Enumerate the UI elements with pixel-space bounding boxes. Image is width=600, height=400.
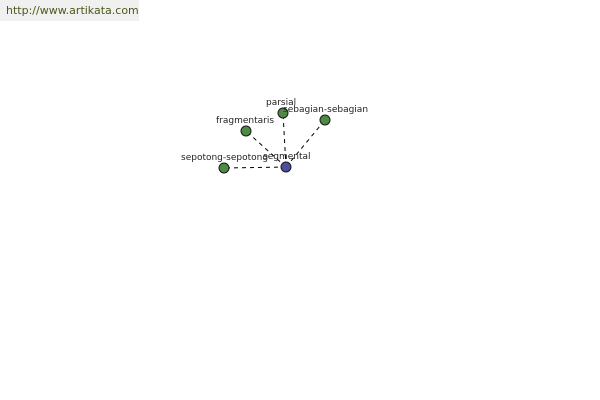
node-sebagian-sebagian[interactable] — [319, 114, 331, 126]
node-segmental[interactable] — [280, 161, 292, 173]
edge-parsial — [282, 112, 287, 168]
edge-sepotong-sepotong — [223, 166, 287, 169]
site-url[interactable]: http://www.artikata.com — [0, 0, 139, 21]
node-label-sepotong-sepotong[interactable]: sepotong-sepotong — [181, 153, 268, 163]
node-label-fragmentaris[interactable]: fragmentaris — [216, 116, 274, 126]
graph-nodes — [218, 107, 331, 174]
node-label-segmental[interactable]: segmental — [263, 152, 311, 162]
edge-fragmentaris — [245, 130, 287, 168]
node-fragmentaris[interactable] — [240, 125, 252, 137]
node-label-parsial[interactable]: parsial — [266, 98, 296, 108]
edge-sebagian-sebagian — [285, 119, 326, 168]
node-parsial[interactable] — [277, 107, 289, 119]
node-label-sebagian-sebagian[interactable]: sebagian-sebagian — [283, 105, 368, 115]
node-sepotong-sepotong[interactable] — [218, 162, 230, 174]
graph-edges — [223, 112, 326, 169]
